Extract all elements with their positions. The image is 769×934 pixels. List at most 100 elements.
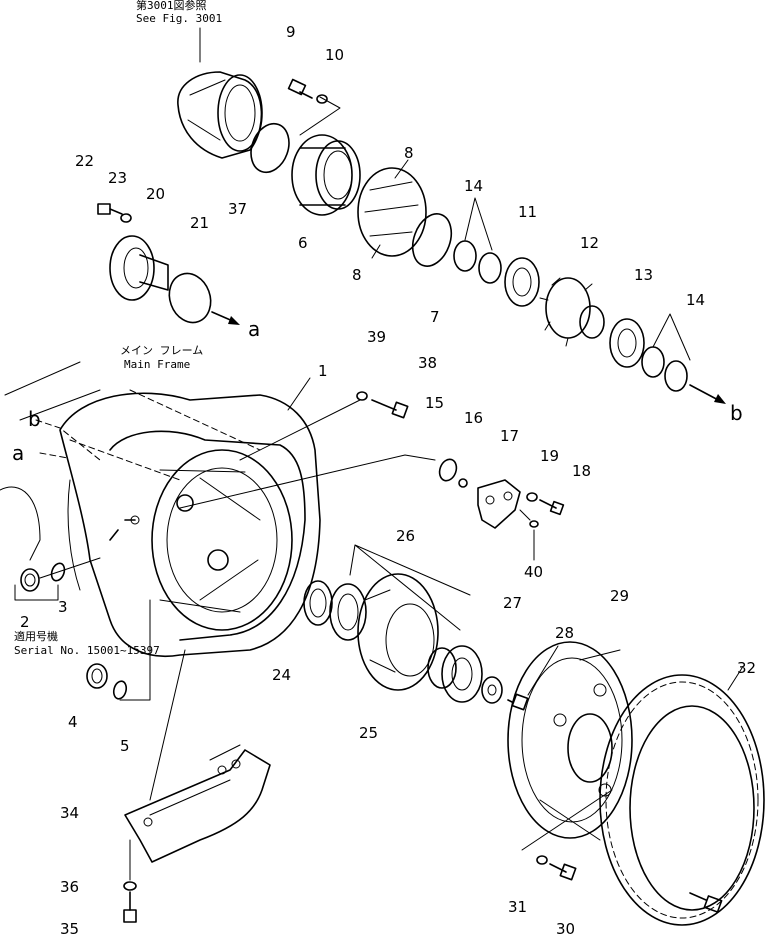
bolt-9 (287, 78, 313, 99)
part-label-3: 3 (58, 598, 68, 616)
ring-14 (478, 252, 502, 284)
part-label-4: 4 (68, 713, 78, 731)
ref-dashed-lines (69, 389, 261, 481)
leader (727, 667, 743, 691)
differential-case-29 (507, 641, 633, 841)
cage-8 (357, 167, 427, 257)
part-label-24: 24 (272, 666, 291, 684)
part-label-36: 36 (60, 878, 79, 896)
ring-gear-32 (599, 674, 765, 926)
see-fig-note: See Fig. 3001 (136, 12, 222, 25)
part-label-34: 34 (60, 804, 79, 822)
washer-39 (356, 391, 368, 401)
plug-2 (20, 568, 40, 592)
plug-40 (529, 520, 539, 528)
part-label-22: 22 (75, 152, 94, 170)
washer-23 (120, 213, 132, 223)
ref-letter-b-left: b (28, 407, 41, 431)
bolt-35 (123, 891, 137, 923)
ref-letter-a: a (248, 317, 260, 341)
pin-16 (458, 478, 468, 488)
part-label-7: 7 (430, 308, 440, 326)
part-label-14b: 14 (686, 291, 705, 309)
serial-note: Serial No. 15001~15397 (14, 644, 160, 657)
arrow-head (228, 316, 240, 325)
washer-19 (526, 492, 538, 502)
leader (652, 313, 691, 361)
part-label-18: 18 (572, 462, 591, 480)
ref-letter-b: b (730, 401, 743, 425)
leader (239, 399, 361, 461)
part-label-23: 23 (108, 169, 127, 187)
part-label-8: 8 (404, 144, 414, 162)
part-label-10: 10 (325, 46, 344, 64)
part-label-12: 12 (580, 234, 599, 252)
leader (299, 96, 341, 136)
part-label-5: 5 (120, 737, 130, 755)
leader (179, 454, 436, 509)
leader (371, 244, 381, 259)
serial-note-jp: 適用号機 (14, 629, 58, 643)
part-label-13: 13 (634, 266, 653, 284)
main-frame-note-jp: メイン フレーム (120, 344, 203, 357)
washer-31 (536, 855, 548, 865)
part-label-15: 15 (425, 394, 444, 412)
bearing-26 (427, 645, 483, 703)
o-ring-7 (411, 213, 453, 267)
part-label-39: 39 (367, 328, 386, 346)
bolt-28 (507, 693, 529, 711)
arrow-head (714, 394, 726, 404)
part-label-11: 11 (518, 203, 537, 221)
o-ring-37 (250, 122, 290, 174)
part-label-30: 30 (556, 920, 575, 934)
leader (394, 159, 409, 179)
bolt-lower-right (689, 892, 723, 913)
part-label-27: 27 (503, 594, 522, 612)
leader (119, 599, 151, 701)
see-fig-note-jp: 第3001図参照 (136, 0, 207, 12)
ref-dashed-lines (35, 419, 101, 461)
part-label-16: 16 (464, 409, 483, 427)
part-label-26: 26 (396, 527, 415, 545)
washer-36 (123, 881, 137, 891)
bolt-38 (371, 399, 409, 419)
part-label-14: 14 (464, 177, 483, 195)
o-ring-21 (168, 272, 212, 324)
part-label-9: 9 (286, 23, 296, 41)
part-label-17: 17 (500, 427, 519, 445)
leader (349, 544, 471, 631)
leader (464, 197, 493, 251)
leader (287, 377, 311, 411)
seal-24 (303, 580, 333, 626)
part-label-28: 28 (555, 624, 574, 642)
part-label-2: 2 (20, 613, 30, 631)
plug-4 (86, 663, 108, 689)
leader (14, 557, 101, 601)
part-label-29: 29 (610, 587, 629, 605)
ring-14 (453, 240, 477, 272)
bolt-22 (97, 203, 123, 215)
seal-24-inner (309, 588, 327, 618)
washer-10 (316, 94, 328, 104)
leader (129, 649, 186, 881)
part-label-21: 21 (190, 214, 209, 232)
part-label-38: 38 (418, 354, 437, 372)
valve-body-17 (477, 479, 521, 529)
carrier-housing-25 (329, 573, 439, 691)
cylinder-assembly-drawing (177, 71, 263, 159)
leader (527, 645, 559, 696)
part-label-25: 25 (359, 724, 378, 742)
part-label-1: 1 (318, 362, 328, 380)
bearing-11 (504, 257, 540, 307)
main-frame-drawing (0, 361, 321, 657)
part-label-40: 40 (524, 563, 543, 581)
part-label-32: 32 (737, 659, 756, 677)
main-frame-note: Main Frame (124, 358, 190, 371)
ring-14 (641, 346, 665, 378)
ring-14 (664, 360, 688, 392)
part-label-37: 37 (228, 200, 247, 218)
bearing-13 (609, 318, 645, 368)
leader (521, 789, 613, 851)
pinion-gear-12 (539, 277, 605, 347)
